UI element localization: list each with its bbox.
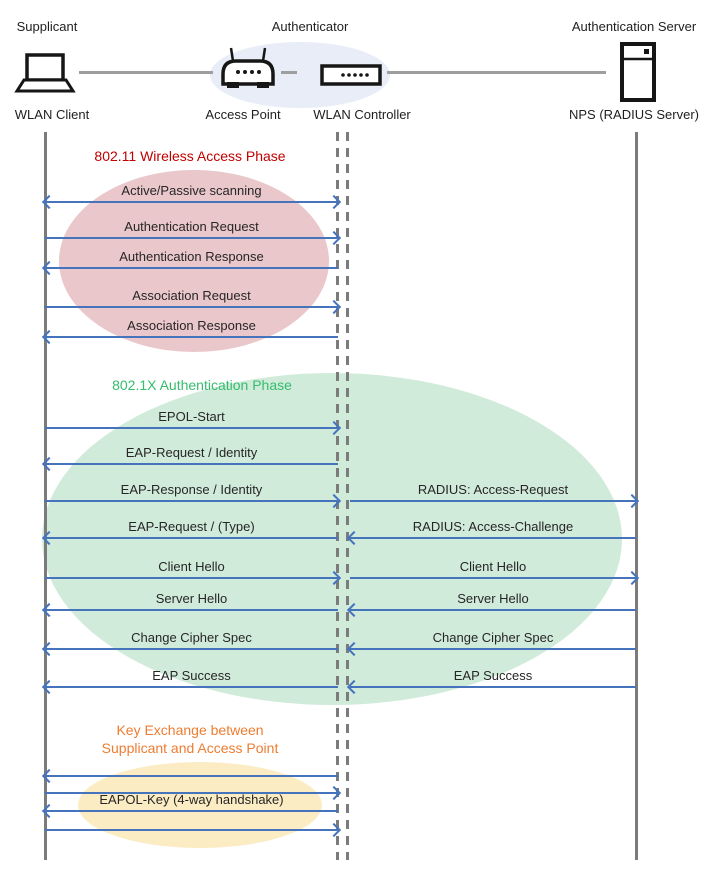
message-arrow	[350, 570, 640, 586]
message-arrow	[350, 493, 640, 509]
message-arrow	[41, 602, 338, 618]
message-arrow	[45, 230, 342, 246]
message-arrow	[41, 768, 338, 784]
message-label: RADIUS: Access-Request	[417, 482, 569, 497]
message-arrow	[346, 602, 636, 618]
message-arrow	[41, 803, 338, 819]
access-point-icon	[219, 46, 277, 97]
message-label: EAPOL-Key (4-way handshake)	[99, 792, 284, 807]
message-label: EAP-Request / Identity	[125, 445, 258, 460]
device-label-access-point: Access Point	[205, 107, 281, 122]
lifeline-authenticator-right	[346, 132, 349, 860]
message-label: Change Cipher Spec	[432, 630, 554, 645]
message-label: Active/Passive scanning	[121, 183, 262, 198]
message-label: Change Cipher Spec	[131, 630, 252, 645]
connector-client-to-ap	[79, 71, 213, 74]
message-label: Server Hello	[155, 591, 228, 606]
phase-title-80211-wireless-access: 802.11 Wireless Access Phase	[94, 148, 286, 164]
phase-title-8021x-authentication: 802.1X Authentication Phase	[112, 377, 292, 393]
connector-ap-to-controller	[281, 71, 297, 74]
laptop-icon	[14, 53, 76, 100]
lifeline-authenticator-left	[336, 132, 339, 860]
message-arrow	[45, 299, 342, 315]
role-label-supplicant: Supplicant	[16, 19, 78, 34]
phase-ellipse-80211-wireless-access	[59, 170, 329, 352]
message-arrow	[41, 679, 338, 695]
message-arrow	[41, 329, 338, 345]
message-label: Client Hello	[459, 559, 527, 574]
device-label-nps-radius-server: NPS (RADIUS Server)	[568, 107, 700, 122]
message-arrow	[346, 641, 636, 657]
message-label: Association Response	[127, 318, 256, 333]
message-label: EAP Success	[152, 668, 231, 683]
lifeline-supplicant	[44, 132, 47, 860]
phase-title-key-exchange: Supplicant and Access Point	[101, 740, 279, 756]
role-label-authentication-server: Authentication Server	[571, 19, 697, 34]
message-arrow	[45, 822, 342, 838]
wlan-controller-icon	[320, 64, 382, 91]
message-label: Authentication Response	[119, 249, 264, 264]
message-arrow	[45, 570, 342, 586]
server-icon	[620, 42, 656, 107]
connector-controller-to-server	[387, 71, 606, 74]
message-label: Authentication Request	[124, 219, 259, 234]
message-label: EAP-Request / (Type)	[128, 519, 255, 534]
message-arrow	[45, 785, 342, 801]
message-label: EPOL-Start	[158, 409, 225, 424]
message-label: Server Hello	[457, 591, 529, 606]
device-label-wlan-client: WLAN Client	[14, 107, 90, 122]
message-label: Association Request	[132, 288, 251, 303]
message-label: RADIUS: Access-Challenge	[412, 519, 574, 534]
message-arrow	[41, 530, 338, 546]
message-arrow	[41, 456, 338, 472]
message-label: EAP Success	[453, 668, 533, 683]
phase-title-key-exchange: Key Exchange between	[116, 722, 264, 738]
message-arrow	[346, 679, 636, 695]
message-label: EAP-Response / Identity	[120, 482, 263, 497]
message-arrow	[41, 260, 338, 276]
message-arrow	[346, 530, 636, 546]
lifeline-authentication-server	[635, 132, 638, 860]
message-arrow	[45, 420, 342, 436]
message-arrow	[45, 493, 342, 509]
message-arrow	[41, 194, 342, 210]
message-arrow	[41, 641, 338, 657]
role-label-authenticator: Authenticator	[271, 19, 349, 34]
message-label: Client Hello	[158, 559, 225, 574]
device-label-wlan-controller: WLAN Controller	[313, 107, 411, 122]
